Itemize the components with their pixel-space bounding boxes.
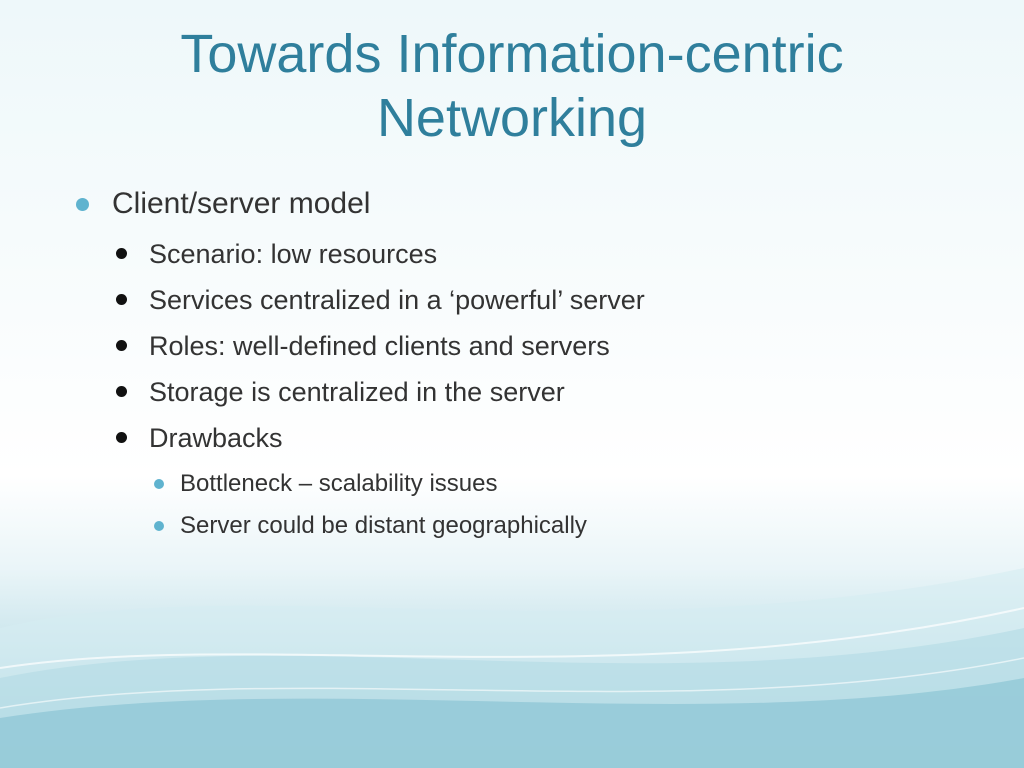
bullet-text: Storage is centralized in the server xyxy=(149,377,565,407)
bullet-text: Roles: well-defined clients and servers xyxy=(149,331,610,361)
bullet-text: Server could be distant geographically xyxy=(180,512,587,539)
bullet-dot-icon xyxy=(116,340,127,351)
bullet-text: Drawbacks xyxy=(149,423,283,453)
bullet-dot-icon xyxy=(116,248,127,259)
title-line-2: Networking xyxy=(376,88,648,148)
bullet-dot-icon xyxy=(116,386,127,397)
bullet-text: Scenario: low resources xyxy=(149,239,438,269)
bullet-dot-icon xyxy=(154,479,164,489)
bullet-text: Bottleneck – scalability issues xyxy=(180,470,498,497)
bullet-text: Client/server model xyxy=(112,187,371,220)
bullet-text: Services centralized in a ‘powerful’ ser… xyxy=(149,285,645,315)
title-line-1: Towards Information-centric xyxy=(180,24,844,84)
bullet-dot-icon xyxy=(76,198,89,211)
bullet-dot-icon xyxy=(154,521,164,531)
bullet-dot-icon xyxy=(116,432,127,443)
bullet-dot-icon xyxy=(116,294,127,305)
slide-title: Towards Information-centric Networking xyxy=(0,22,1024,150)
wave-background xyxy=(0,568,1024,768)
